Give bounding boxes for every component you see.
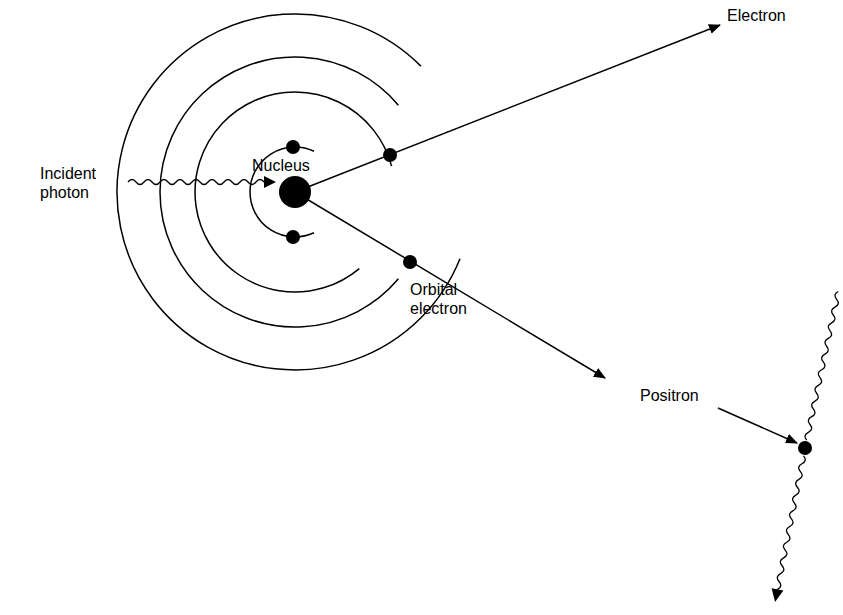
orbital-electron-dot xyxy=(286,140,300,154)
annihilation-photon xyxy=(804,291,840,441)
positron-track xyxy=(295,192,605,378)
orbital-electron-dot xyxy=(383,148,397,162)
orbital-electron-dot xyxy=(286,230,300,244)
photon-wave xyxy=(128,180,264,185)
orbit-arc xyxy=(160,57,398,327)
electron-track xyxy=(295,25,720,192)
part-label: Nucleus xyxy=(252,156,332,175)
orbital-electron-dot xyxy=(403,255,417,269)
part-label: Positron xyxy=(640,386,730,405)
part-label: Incident photon xyxy=(40,164,120,202)
leader-line xyxy=(718,408,797,443)
nucleus-dot xyxy=(279,176,311,208)
positron-dot xyxy=(798,441,812,455)
part-label: Electron xyxy=(727,6,827,25)
orbit-arc xyxy=(117,14,460,370)
orbit-arc xyxy=(195,92,392,292)
annihilation-photon xyxy=(769,455,809,604)
part-label: Orbital electron xyxy=(410,280,486,318)
arrowhead xyxy=(264,176,276,188)
